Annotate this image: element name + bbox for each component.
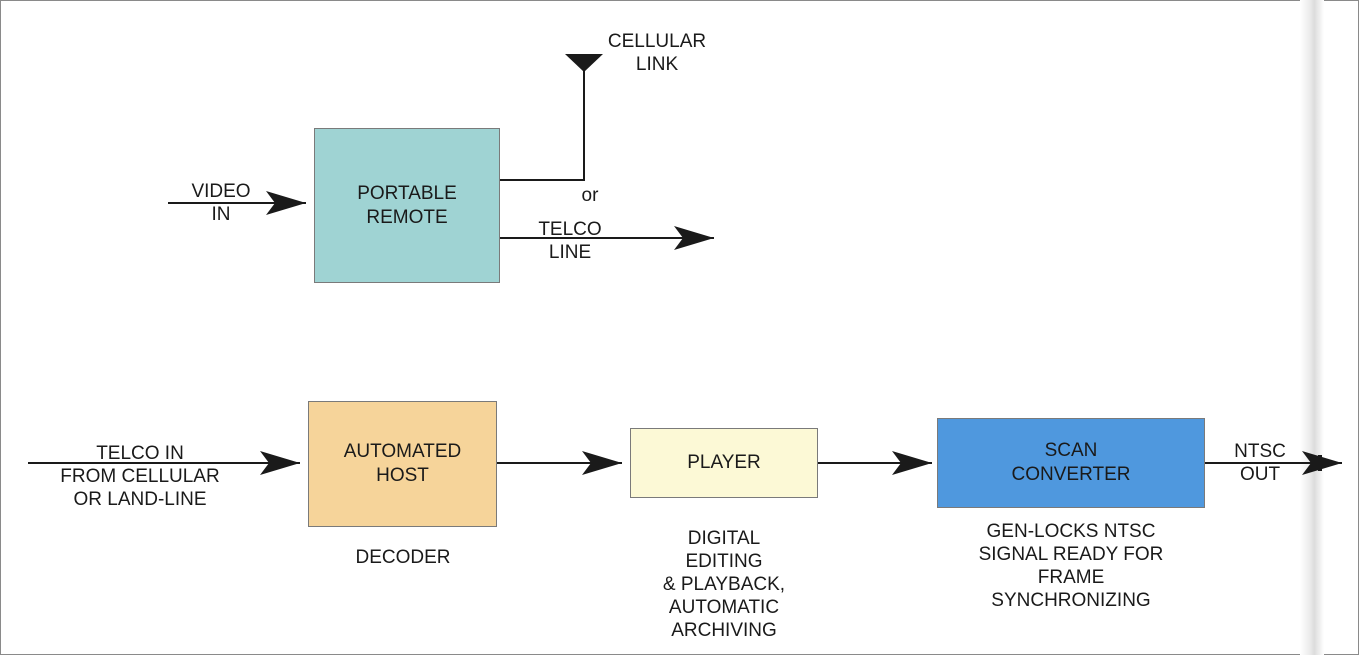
player-description: DIGITAL EDITING & PLAYBACK, AUTOMATIC AR…: [662, 528, 786, 641]
or-label: or: [581, 185, 599, 206]
portable-remote-block: PORTABLE REMOTE: [314, 128, 500, 283]
page-edge-shading: [1300, 0, 1324, 655]
portable-remote-label: PORTABLE REMOTE: [357, 182, 457, 228]
telco-in-label: TELCO IN FROM CELLULAR OR LAND-LINE: [60, 443, 220, 510]
player-label: PLAYER: [687, 452, 761, 473]
cellular-link-wire: [500, 68, 585, 181]
ntsc-out-label: NTSC OUT: [1234, 441, 1286, 485]
video-in-label: VIDEO IN: [191, 181, 251, 225]
decoder-label: DECODER: [355, 547, 451, 568]
ntsc-out-connector-icon: [1318, 455, 1322, 471]
antenna-icon: [565, 54, 603, 72]
automated-host-label: AUTOMATED HOST: [343, 441, 462, 486]
automated-host-block: AUTOMATED HOST: [308, 401, 497, 527]
cellular-link-label: CELLULAR LINK: [607, 31, 707, 75]
scan-converter-label: SCAN CONVERTER: [1011, 440, 1131, 485]
scan-converter-description: GEN-LOCKS NTSC SIGNAL READY FOR FRAME SY…: [978, 521, 1164, 611]
telco-line-label: TELCO LINE: [538, 219, 602, 263]
scan-converter-block: SCAN CONVERTER: [937, 418, 1205, 508]
player-block: PLAYER: [630, 428, 818, 498]
